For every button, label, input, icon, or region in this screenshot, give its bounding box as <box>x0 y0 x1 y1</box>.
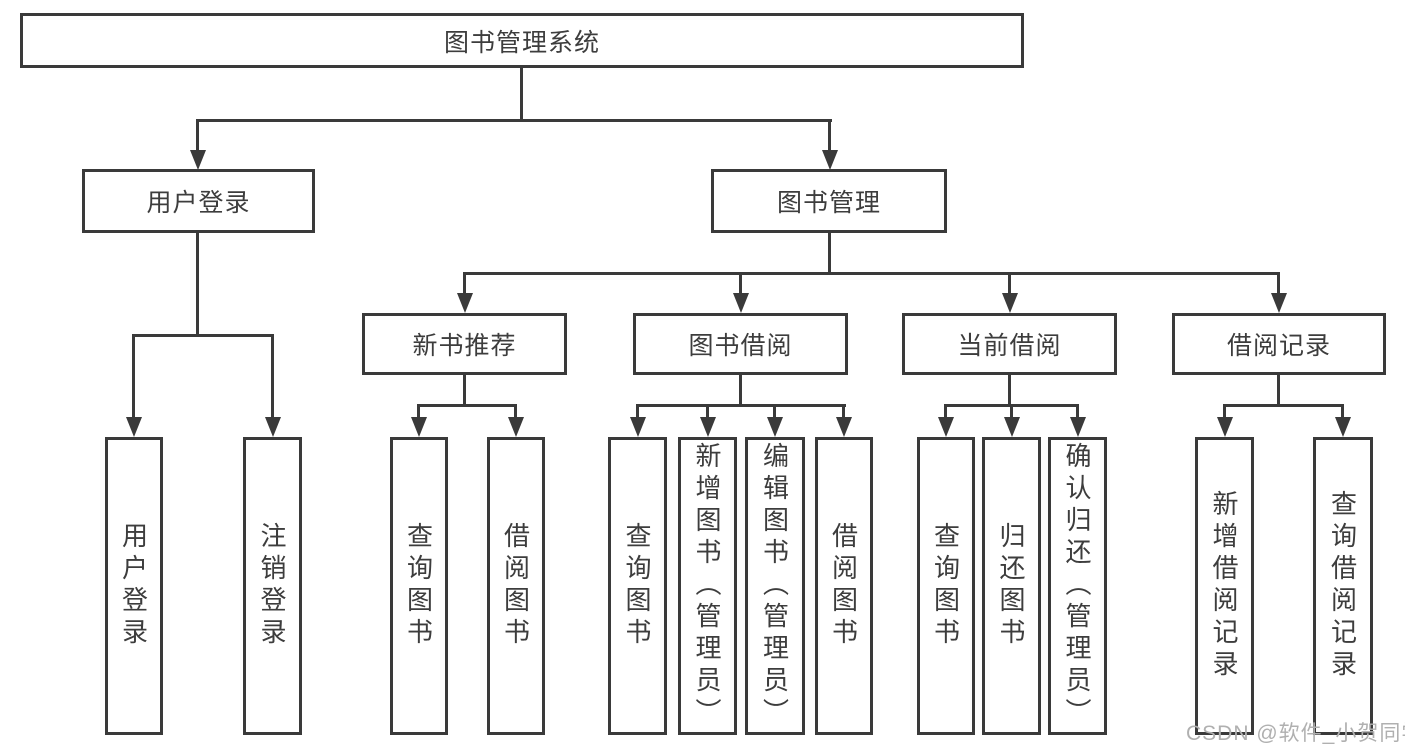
arrow-down-icon <box>836 417 852 437</box>
connector-drop-leaf <box>842 404 845 419</box>
node-user-login: 用户登录 <box>82 169 315 233</box>
connector-drop-leaf <box>417 404 420 419</box>
connector-userlogin-stem <box>196 233 199 336</box>
leaf-query-books-1: 查询图书 <box>390 437 448 735</box>
connector-drop-leaf-logout <box>271 334 274 418</box>
connector-userlogin-rail <box>133 334 274 337</box>
leaf-query-books-3-label: 查询图书 <box>930 522 961 650</box>
arrow-down-icon <box>411 417 427 437</box>
node-current-borrowing: 当前借阅 <box>902 313 1117 375</box>
node-root-label: 图书管理系统 <box>443 28 600 57</box>
connector-drop-new-books <box>463 272 466 295</box>
connector-current-stem <box>1008 375 1011 406</box>
leaf-edit-books-admin-label: 编辑图书（管理员） <box>759 442 790 730</box>
leaf-user-login: 用户登录 <box>105 437 163 735</box>
leaf-borrow-books-1: 借阅图书 <box>487 437 545 735</box>
connector-records-rail <box>1223 404 1344 407</box>
node-root: 图书管理系统 <box>20 13 1024 68</box>
leaf-edit-books-admin: 编辑图书（管理员） <box>745 437 805 735</box>
arrow-down-icon <box>126 417 142 437</box>
leaf-borrow-books-1-label: 借阅图书 <box>500 522 531 650</box>
connector-drop-leaf <box>1010 404 1013 419</box>
arrow-down-icon <box>508 417 524 437</box>
arrow-down-icon <box>1335 417 1351 437</box>
node-new-book-recommend: 新书推荐 <box>362 313 567 375</box>
connector-drop-user-login <box>196 119 199 153</box>
connector-drop-borrowing <box>739 272 742 295</box>
node-new-book-recommend-label: 新书推荐 <box>412 332 517 360</box>
arrow-down-icon <box>265 417 281 437</box>
node-user-login-label: 用户登录 <box>146 189 251 217</box>
connector-drop-leaf <box>1341 404 1344 419</box>
connector-borrowing-rail <box>636 404 846 407</box>
connector-drop-leaf-login <box>132 334 135 418</box>
leaf-add-books-admin-label: 新增图书（管理员） <box>692 442 722 730</box>
leaf-query-borrow-record-label: 查询借阅记录 <box>1327 490 1358 682</box>
arrow-down-icon <box>938 417 954 437</box>
leaf-logout-label: 注销登录 <box>257 522 287 650</box>
node-current-borrowing-label: 当前借阅 <box>957 332 1062 360</box>
arrow-down-icon <box>1002 293 1018 313</box>
csdn-watermark: CSDN @软件_小贺同学 <box>1186 722 1405 745</box>
leaf-confirm-return-admin-label: 确认归还（管理员） <box>1062 442 1092 730</box>
node-borrow-records: 借阅记录 <box>1172 313 1386 375</box>
connector-drop-leaf <box>1223 404 1226 419</box>
leaf-add-borrow-record-label: 新增借阅记录 <box>1209 490 1239 682</box>
leaf-confirm-return-admin: 确认归还（管理员） <box>1048 437 1107 735</box>
connector-newbooks-rail <box>417 404 516 407</box>
leaf-return-books: 归还图书 <box>982 437 1041 735</box>
leaf-logout: 注销登录 <box>243 437 302 735</box>
leaf-query-books-1-label: 查询图书 <box>403 522 434 650</box>
connector-drop-leaf <box>706 404 709 419</box>
connector-root-stem <box>520 68 523 120</box>
connector-drop-current <box>1008 272 1011 295</box>
arrow-down-icon <box>1271 293 1287 313</box>
connector-drop-leaf <box>636 404 639 419</box>
arrow-down-icon <box>1217 417 1233 437</box>
leaf-user-login-label: 用户登录 <box>118 522 149 650</box>
leaf-add-books-admin: 新增图书（管理员） <box>678 437 737 735</box>
arrow-down-icon <box>767 417 783 437</box>
leaf-borrow-books-2-label: 借阅图书 <box>828 522 859 650</box>
arrow-down-icon <box>822 150 838 170</box>
connector-bookmgmt-stem <box>828 233 831 274</box>
connector-root-rail <box>196 119 832 122</box>
arrow-down-icon <box>700 417 716 437</box>
connector-records-stem <box>1277 375 1280 406</box>
connector-drop-leaf <box>1076 404 1079 419</box>
connector-drop-leaf <box>514 404 517 419</box>
node-book-borrowing-label: 图书借阅 <box>688 332 793 360</box>
leaf-query-books-3: 查询图书 <box>917 437 975 735</box>
leaf-query-books-2: 查询图书 <box>608 437 667 735</box>
leaf-return-books-label: 归还图书 <box>996 522 1026 650</box>
connector-drop-leaf <box>944 404 947 419</box>
leaf-query-borrow-record: 查询借阅记录 <box>1313 437 1373 735</box>
leaf-query-books-2-label: 查询图书 <box>622 522 652 650</box>
arrow-down-icon <box>190 150 206 170</box>
node-borrow-records-label: 借阅记录 <box>1226 332 1331 360</box>
connector-borrowing-stem <box>739 375 742 406</box>
node-book-management-label: 图书管理 <box>776 189 881 217</box>
arrow-down-icon <box>457 293 473 313</box>
arrow-down-icon <box>1070 417 1086 437</box>
node-book-borrowing: 图书借阅 <box>633 313 848 375</box>
connector-bookmgmt-rail <box>463 272 1280 275</box>
arrow-down-icon <box>630 417 646 437</box>
leaf-add-borrow-record: 新增借阅记录 <box>1195 437 1254 735</box>
arrow-down-icon <box>1004 417 1020 437</box>
leaf-borrow-books-2: 借阅图书 <box>815 437 873 735</box>
connector-drop-leaf <box>773 404 776 419</box>
arrow-down-icon <box>733 293 749 313</box>
connector-drop-records <box>1277 272 1280 295</box>
connector-newbooks-stem <box>463 375 466 406</box>
connector-drop-book-mgmt <box>828 119 831 153</box>
node-book-management: 图书管理 <box>711 169 947 233</box>
